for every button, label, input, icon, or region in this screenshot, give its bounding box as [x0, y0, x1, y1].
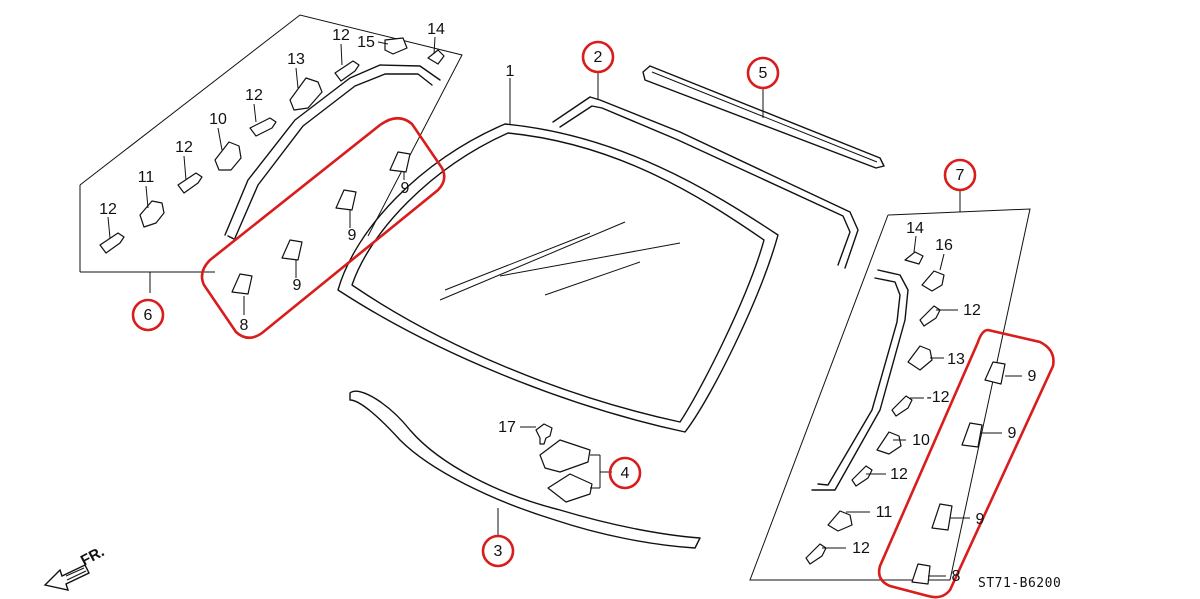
- red-circle-6: [131, 298, 165, 332]
- diagram-code: ST71-B6200: [978, 576, 1061, 591]
- red-circle-7: [943, 158, 977, 192]
- clips-4-and-bolt-17: [520, 423, 612, 503]
- roof-molding-5: [642, 65, 885, 169]
- windshield-glass: [337, 78, 779, 433]
- red-circle-3: [481, 534, 515, 568]
- label-c5: 5: [759, 65, 768, 82]
- label-right-12d: 12: [852, 540, 870, 557]
- label-left-9b: 9: [348, 227, 357, 244]
- label-part-1: 1: [506, 63, 515, 80]
- label-left-10: 10: [209, 111, 227, 128]
- label-c7: 7: [956, 167, 965, 184]
- lower-molding-3: [349, 390, 701, 549]
- left-clip-parts: [99, 37, 445, 254]
- label-c3: 3: [494, 543, 503, 560]
- label-left-13: 13: [287, 51, 305, 68]
- label-right-10: 10: [912, 432, 930, 449]
- label-right-16: 16: [935, 237, 953, 254]
- right-leader-lines: [822, 235, 1022, 577]
- red-circle-4: [608, 456, 642, 490]
- right-group-frame: [749, 190, 1031, 581]
- label-right-12b: -12: [926, 389, 949, 406]
- label-right-12a: 12: [963, 302, 981, 319]
- label-left-9c: 9: [401, 180, 410, 197]
- left-group-frame: [79, 14, 463, 293]
- front-arrow-icon: [43, 564, 90, 591]
- label-left-14: 14: [427, 21, 445, 38]
- label-left-11: 11: [138, 169, 155, 186]
- label-right-13: 13: [947, 351, 965, 368]
- red-annotations: [131, 40, 1055, 599]
- label-right-9a: 9: [1028, 368, 1037, 385]
- label-left-12d: 12: [332, 27, 350, 44]
- red-box-left-clips: [200, 116, 446, 340]
- label-right-14: 14: [906, 220, 924, 237]
- circled-labels: 2 5 7 6 4 3: [144, 49, 965, 560]
- left-side-molding: [224, 64, 441, 240]
- label-c4: 4: [621, 465, 630, 482]
- label-part-17: 17: [498, 419, 516, 436]
- label-right-12c: 12: [890, 466, 908, 483]
- label-right-9b: 9: [1008, 425, 1017, 442]
- upper-molding-2: [552, 72, 859, 269]
- label-right-8: 8: [952, 568, 961, 585]
- label-right-11: 11: [876, 504, 893, 521]
- label-c2: 2: [594, 49, 603, 66]
- label-left-12c: 12: [245, 87, 263, 104]
- part-number-labels: 1 12 11 12 10 12 13 12 15 14 8 9 9 9 17 …: [99, 21, 1036, 585]
- label-left-8: 8: [240, 317, 249, 334]
- red-circle-5: [746, 56, 780, 90]
- right-side-molding: [811, 269, 909, 491]
- red-circle-2: [581, 40, 615, 74]
- label-left-12a: 12: [99, 201, 117, 218]
- left-leader-lines: [107, 36, 436, 239]
- red-box-right-clips: [877, 328, 1055, 599]
- label-c6: 6: [144, 307, 153, 324]
- label-right-9c: 9: [976, 511, 985, 528]
- left-bottom-clips: [231, 151, 411, 315]
- right-clip-parts: [805, 251, 1006, 585]
- label-left-12b: 12: [175, 139, 193, 156]
- label-left-15: 15: [357, 34, 375, 51]
- label-left-9a: 9: [293, 277, 302, 294]
